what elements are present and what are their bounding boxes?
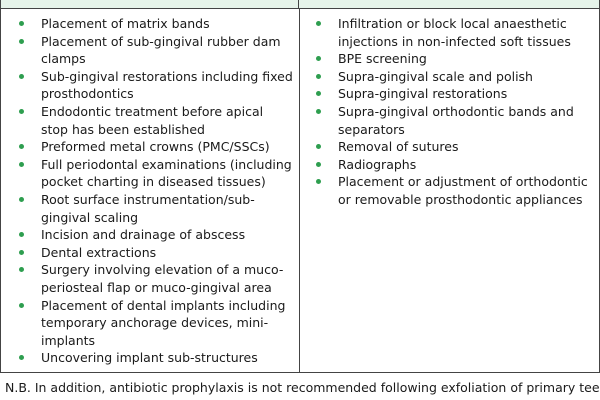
list-item: Radiographs: [314, 156, 594, 174]
list-item-text: Uncovering implant sub-structures: [41, 350, 258, 366]
bullet-icon: [19, 355, 24, 361]
list-item-text: Placement of dental implants including t…: [41, 297, 286, 348]
bullet-icon: [316, 161, 321, 167]
bullet-icon: [19, 249, 24, 255]
bullet-icon: [19, 196, 24, 202]
list-item-text: Placement of sub-gingival rubber dam cla…: [41, 33, 281, 67]
list-item: Placement of dental implants including t…: [17, 297, 293, 350]
bullet-icon: [19, 302, 24, 308]
list-item-text: BPE screening: [338, 51, 427, 67]
list-item: Incision and drainage of abscess: [17, 226, 293, 244]
list-item: Preformed metal crowns (PMC/SSCs): [17, 138, 293, 156]
list-item-text: Supra-gingival scale and polish: [338, 68, 533, 84]
list-item: Removal of sutures: [314, 138, 594, 156]
bullet-icon: [316, 73, 321, 79]
bullet-icon: [316, 91, 321, 97]
list-item: Infiltration or block local anaesthetic …: [314, 15, 594, 50]
list-item-text: Supra-gingival restorations: [338, 86, 508, 102]
list-item: Sub-gingival restorations including fixe…: [17, 68, 293, 103]
list-item: Full periodontal examinations (including…: [17, 156, 293, 191]
bullet-icon: [19, 108, 24, 114]
table-header-band: [0, 0, 600, 9]
footnote: N.B. In addition, antibiotic prophylaxis…: [5, 380, 599, 395]
bullet-icon: [19, 73, 24, 79]
list-item: Supra-gingival orthodontic bands and sep…: [314, 103, 594, 138]
list-item: Supra-gingival scale and polish: [314, 68, 594, 86]
list-item-text: Endodontic treatment before apical stop …: [41, 103, 264, 137]
list-item-text: Incision and drainage of abscess: [41, 227, 246, 243]
list-item-text: Radiographs: [338, 156, 417, 172]
list-item: Root surface instrumentation/sub-gingiva…: [17, 191, 293, 226]
header-column-divider: [298, 0, 299, 9]
list-item: Placement or adjustment of orthodontic o…: [314, 173, 594, 208]
bullet-icon: [19, 21, 24, 26]
bullet-icon: [316, 21, 321, 26]
list-item-text: Placement of matrix bands: [41, 16, 210, 31]
bullet-icon: [316, 144, 321, 150]
bullet-icon: [19, 161, 24, 167]
right-column: Infiltration or block local anaesthetic …: [314, 15, 594, 209]
column-divider: [299, 9, 300, 372]
list-item-text: Full periodontal examinations (including…: [41, 156, 292, 190]
list-item: Endodontic treatment before apical stop …: [17, 103, 293, 138]
list-item-text: Root surface instrumentation/sub-gingiva…: [41, 191, 255, 225]
bullet-icon: [19, 38, 24, 44]
bullet-icon: [19, 267, 24, 273]
list-item-text: Placement or adjustment of orthodontic o…: [338, 174, 588, 207]
header-left-border: [0, 0, 1, 9]
right-procedure-list: Infiltration or block local anaesthetic …: [314, 15, 594, 209]
list-item: Placement of sub-gingival rubber dam cla…: [17, 33, 293, 68]
list-item-text: Preformed metal crowns (PMC/SSCs): [41, 139, 270, 155]
list-item: Uncovering implant sub-structures: [17, 349, 293, 367]
list-item-text: Supra-gingival orthodontic bands and sep…: [338, 103, 574, 137]
bullet-icon: [316, 108, 321, 114]
list-item: Supra-gingival restorations: [314, 85, 594, 103]
bullet-icon: [316, 179, 321, 185]
bullet-icon: [316, 56, 321, 62]
list-item-text: Removal of sutures: [338, 139, 459, 155]
list-item: Dental extractions: [17, 244, 293, 262]
list-item-text: Dental extractions: [41, 244, 157, 260]
list-item-text: Infiltration or block local anaesthetic …: [338, 16, 571, 49]
list-item: BPE screening: [314, 50, 594, 68]
bullet-icon: [19, 232, 24, 238]
list-item: Placement of matrix bands: [17, 15, 293, 33]
list-item: Surgery involving elevation of a muco-pe…: [17, 261, 293, 296]
list-item-text: Sub-gingival restorations including fixe…: [41, 68, 293, 102]
list-item-text: Surgery involving elevation of a muco-pe…: [41, 262, 284, 295]
bullet-icon: [19, 144, 24, 150]
